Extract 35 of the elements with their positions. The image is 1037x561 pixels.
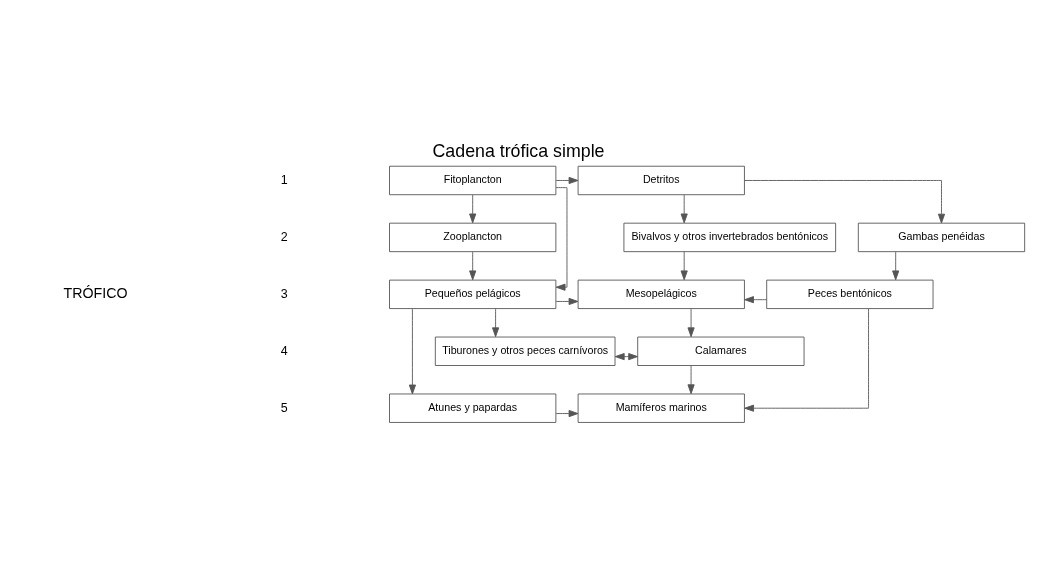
node-box: Detritos xyxy=(577,165,745,195)
node-box: Fitoplancton xyxy=(389,165,557,195)
node-box: Tiburones y otros peces carnívoros xyxy=(434,336,616,366)
arrow xyxy=(555,186,568,291)
label: 3 xyxy=(280,286,288,301)
arrow xyxy=(408,307,416,394)
arrow xyxy=(555,409,579,417)
arrow xyxy=(555,176,579,184)
node-box: Bivalvos y otros invertebrados bentónicos xyxy=(623,222,837,252)
label: 1 xyxy=(280,172,288,187)
arrow xyxy=(555,297,579,305)
node-box: Zooplancton xyxy=(389,222,557,252)
arrow xyxy=(492,307,500,337)
node-box: Atunes y papardas xyxy=(389,393,557,423)
label: 5 xyxy=(280,400,288,414)
node-box: Peces bentónicos xyxy=(766,279,934,309)
node-box: Pequeños pelágicos xyxy=(389,279,557,309)
node-box: Calamares xyxy=(637,336,805,366)
arrow xyxy=(687,307,695,337)
arrow xyxy=(469,250,477,280)
node-box: Mesopelágicos xyxy=(577,279,745,309)
arrow xyxy=(687,364,695,394)
node-box: Mamíferos marinos xyxy=(577,393,745,423)
label: 4 xyxy=(280,343,288,358)
label: TRÓFICO xyxy=(63,284,128,301)
label: 2 xyxy=(280,229,288,244)
arrow xyxy=(680,250,688,280)
arrow xyxy=(744,179,946,223)
node-box: Gambas penéidas xyxy=(857,222,1026,252)
arrow xyxy=(744,307,869,412)
arrow xyxy=(469,193,477,223)
arrow xyxy=(744,295,768,303)
arrow xyxy=(680,193,688,223)
diagram-title: Cadena trófica simple xyxy=(432,140,605,161)
arrow xyxy=(892,250,900,280)
